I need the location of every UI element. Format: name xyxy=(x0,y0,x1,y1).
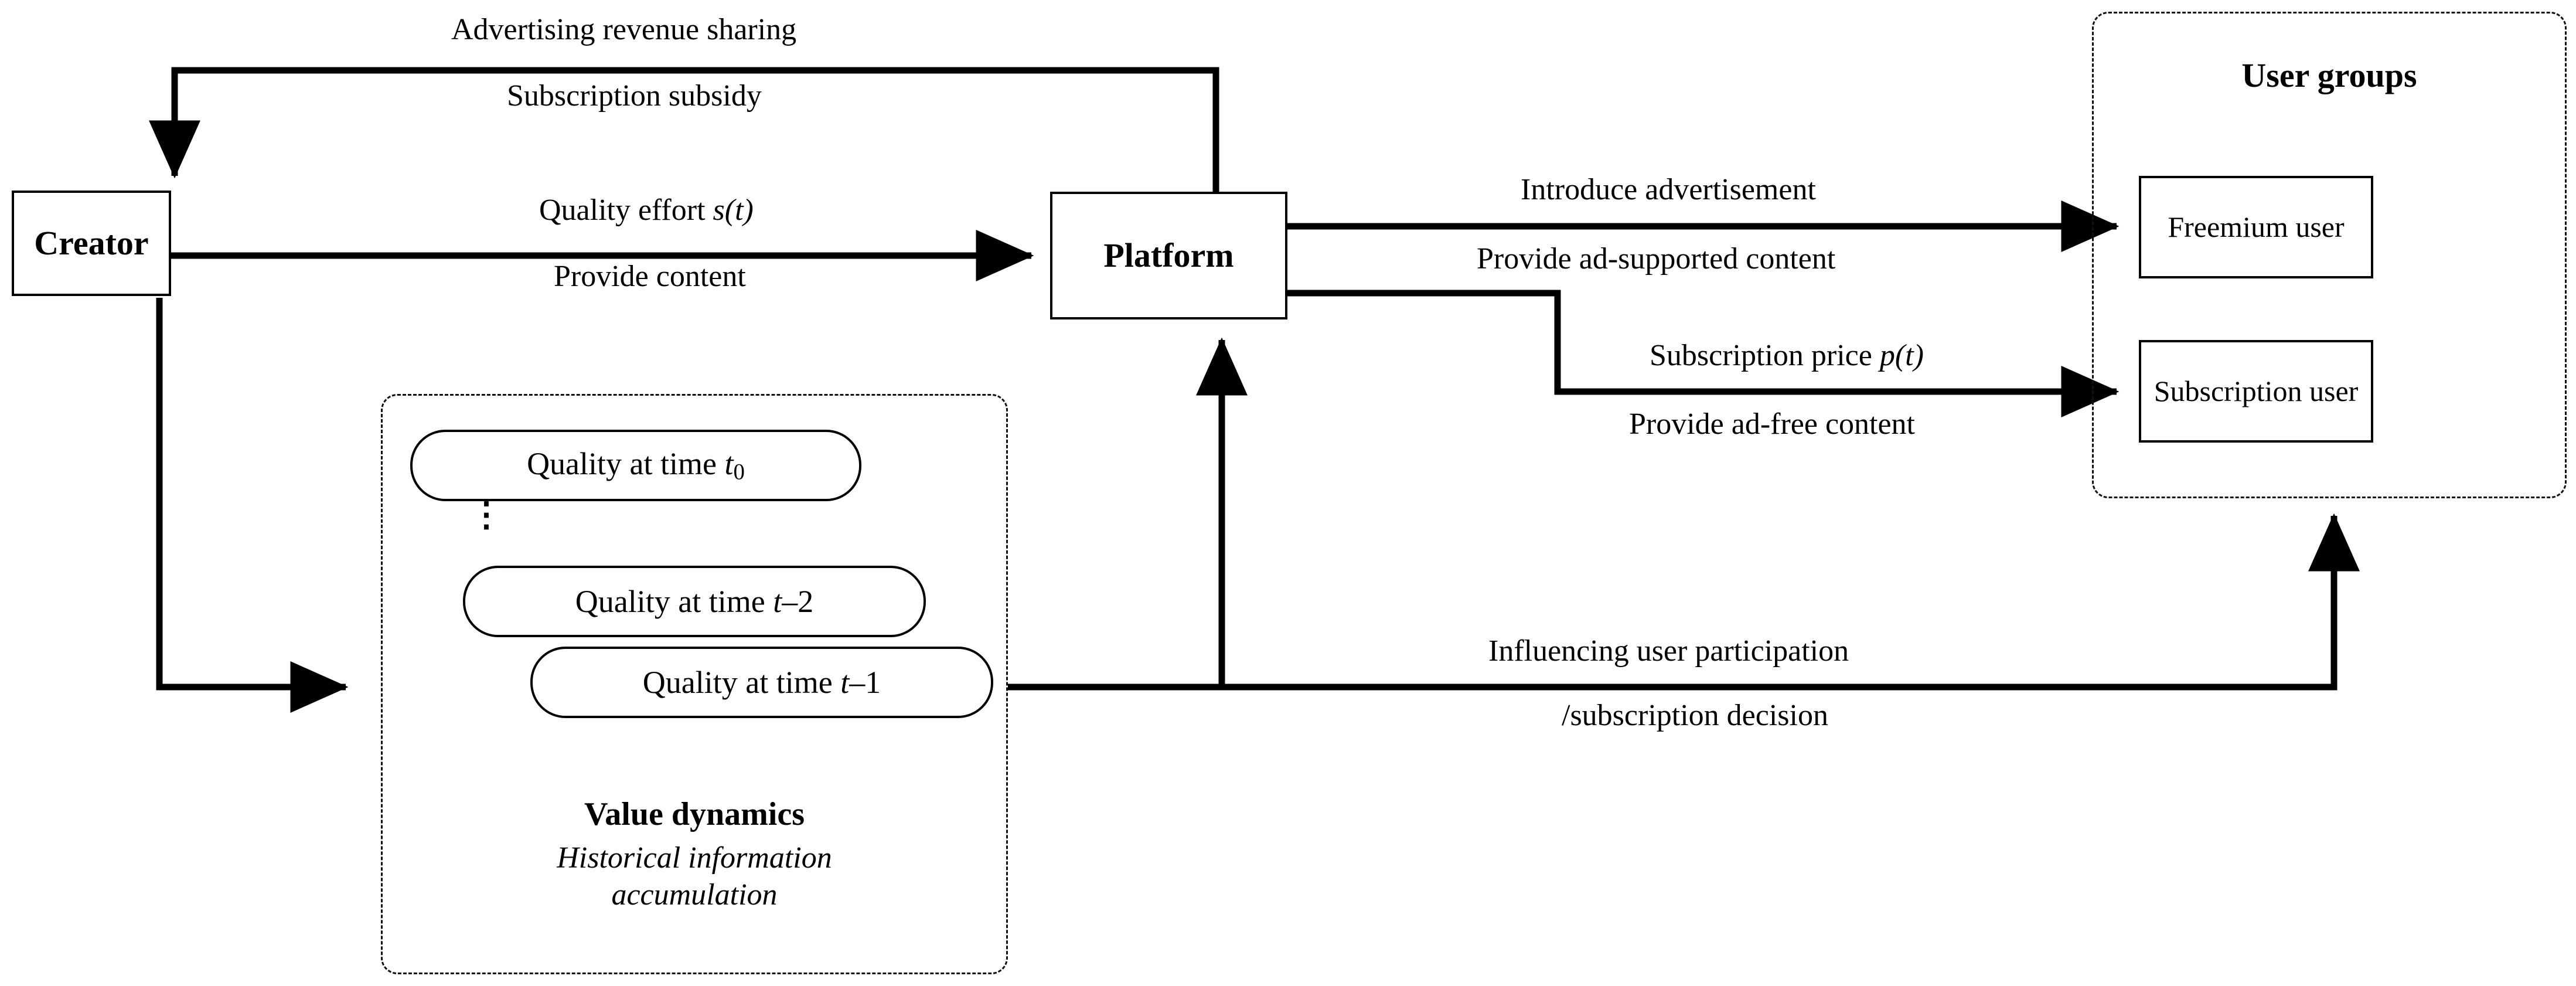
subscription-price-var: p xyxy=(1879,339,1895,372)
subscription-user-label: Subscription user xyxy=(2154,375,2359,408)
edge-platform-to-subscription xyxy=(1287,290,2120,417)
node-platform[interactable]: Platform xyxy=(1050,192,1287,319)
label-provide-ad-supported-content: Provide ad-supported content xyxy=(1471,242,1842,277)
platform-label: Platform xyxy=(1103,236,1234,274)
label-influencing-user-participation: Influencing user participation xyxy=(1483,634,1855,669)
node-creator[interactable]: Creator xyxy=(12,191,171,296)
label-subscription-subsidy: Subscription subsidy xyxy=(501,79,768,114)
pill-quality-t-minus-1[interactable]: Quality at time t–1 xyxy=(530,647,993,718)
label-advertising-revenue-sharing: Advertising revenue sharing xyxy=(445,13,803,47)
value-dynamics-subtitle: Historical information accumulation xyxy=(557,841,832,912)
creator-label: Creator xyxy=(34,223,149,262)
label-provide-ad-free-content: Provide ad-free content xyxy=(1623,407,1921,442)
pill-2-suffix: –1 xyxy=(849,665,881,700)
node-subscription-user[interactable]: Subscription user xyxy=(2139,340,2373,443)
label-subscription-price: Subscription price p(t) xyxy=(1644,339,1930,373)
pill-quality-t-minus-2[interactable]: Quality at time t–2 xyxy=(463,566,926,637)
label-introduce-advertisement: Introduce advertisement xyxy=(1515,173,1822,208)
node-freemium-user[interactable]: Freemium user xyxy=(2139,176,2373,278)
pill-2-prefix: Quality at time xyxy=(642,665,841,700)
group-user-groups xyxy=(2092,12,2567,498)
group-value-dynamics xyxy=(381,394,1008,974)
user-groups-title: User groups xyxy=(2241,56,2417,94)
pill-1-var: t xyxy=(773,584,782,619)
edge-platform-to-creator xyxy=(149,67,1219,192)
pill-2-var: t xyxy=(840,665,850,700)
pill-0-prefix: Quality at time xyxy=(527,446,725,482)
freemium-user-label: Freemium user xyxy=(2168,210,2345,244)
pill-0-suffix: 0 xyxy=(733,459,745,485)
label-quality-effort: Quality effort s(t) xyxy=(533,193,759,228)
edge-creator-to-value-dynamics xyxy=(156,298,349,713)
label-provide-content: Provide content xyxy=(548,260,752,294)
pill-1-suffix: –2 xyxy=(782,584,814,619)
value-dynamics-title: Value dynamics xyxy=(584,796,805,832)
pill-quality-t0[interactable]: Quality at time t0 xyxy=(410,430,861,501)
label-subscription-decision: /subscription decision xyxy=(1556,699,1834,733)
vertical-ellipsis-icon: ⋮ xyxy=(469,495,503,533)
pill-1-prefix: Quality at time xyxy=(575,584,774,619)
edge-value-dynamics-to-user-groups xyxy=(1008,513,2360,691)
subscription-price-suffix: (t) xyxy=(1894,339,1924,372)
quality-effort-suffix: (t) xyxy=(724,193,754,227)
pill-0-var: t xyxy=(724,446,734,482)
quality-effort-var: s xyxy=(713,193,725,227)
